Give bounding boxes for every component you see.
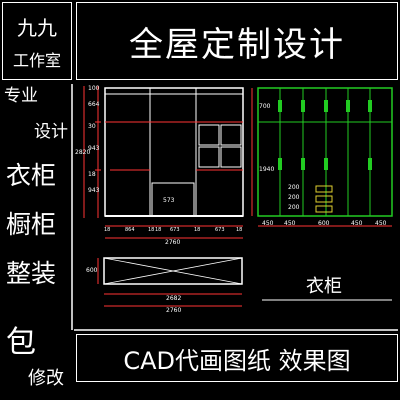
dim-label: 664 <box>88 101 100 108</box>
plan-cross-2 <box>103 257 243 285</box>
sidebar-item-renovation: 整装 <box>6 259 57 288</box>
headline-title: 全屋定制设计 <box>129 24 345 65</box>
service-banner-text: CAD代画图纸 效果图 <box>123 346 351 375</box>
studio-name: 九九 <box>17 15 57 40</box>
dim-label: 943 <box>88 145 100 152</box>
dim-label: 200 <box>288 204 300 211</box>
plan-view <box>97 257 243 307</box>
dim-label: 943 <box>88 187 100 194</box>
dim-label: 18 <box>155 227 162 233</box>
dim-label: 700 <box>259 103 271 110</box>
dim-label: 450 <box>375 220 387 227</box>
dim-label: 450 <box>262 220 274 227</box>
dim-label: 450 <box>351 220 363 227</box>
drawer-handle <box>315 195 333 203</box>
sidebar-line-1: 专业 <box>4 86 38 106</box>
sidebar-item-wardrobe: 衣柜 <box>6 161 57 190</box>
handle <box>301 158 305 170</box>
handle <box>368 158 372 170</box>
dim-label: 100 <box>88 85 100 92</box>
service-banner: CAD代画图纸 效果图 <box>76 334 398 382</box>
dim-label: 18 <box>148 227 155 233</box>
drawer-handle <box>315 185 333 193</box>
handle <box>346 100 350 112</box>
dim-label: 600 <box>86 267 98 274</box>
studio-subtitle: 工作室 <box>12 50 61 70</box>
handle <box>278 158 282 170</box>
dim-label: 200 <box>288 184 300 191</box>
dim-label: 600 <box>318 220 330 227</box>
elevation-left <box>83 86 244 239</box>
elevation-frame <box>104 87 244 217</box>
sidebar-line-2: 设计 <box>34 122 68 142</box>
cube-1 <box>198 124 220 146</box>
cube-2 <box>220 124 242 146</box>
handle <box>324 158 328 170</box>
plan-outline <box>103 257 243 285</box>
handle <box>368 100 372 112</box>
dim-label: 18 <box>104 227 111 233</box>
dim-label: 30 <box>88 123 96 130</box>
dim-label: 200 <box>288 194 300 201</box>
dim-label: 2760 <box>165 239 181 246</box>
dim-label: 18 <box>236 227 243 233</box>
handle <box>324 100 328 112</box>
drawing-caption: 衣柜 <box>306 276 342 297</box>
drawer-handle <box>315 205 333 213</box>
dim-label: 673 <box>215 227 225 233</box>
footer-promise-sub: 修改 <box>28 368 64 389</box>
dim-label: 864 <box>125 227 135 233</box>
elevation-right <box>251 87 393 227</box>
footer-promise: 包 <box>6 325 36 360</box>
dim-label: 2820 <box>75 149 91 156</box>
sidebar-item-cabinet: 橱柜 <box>6 210 57 239</box>
dim-label: 1940 <box>259 166 275 173</box>
studio-badge: 九九 工作室 <box>2 2 72 80</box>
cube-4 <box>220 146 242 168</box>
dim-label: 2760 <box>166 307 182 314</box>
dim-label: 2682 <box>166 295 182 302</box>
handle <box>278 100 282 112</box>
dim-label: 18 <box>88 171 96 178</box>
headline-box: 全屋定制设计 <box>76 2 398 80</box>
cube-3 <box>198 146 220 168</box>
handle <box>301 100 305 112</box>
dim-label: 18 <box>194 227 201 233</box>
dim-label: 573 <box>163 197 175 204</box>
dim-label: 673 <box>170 227 180 233</box>
dim-label: 450 <box>284 220 296 227</box>
door-frame <box>257 87 393 217</box>
